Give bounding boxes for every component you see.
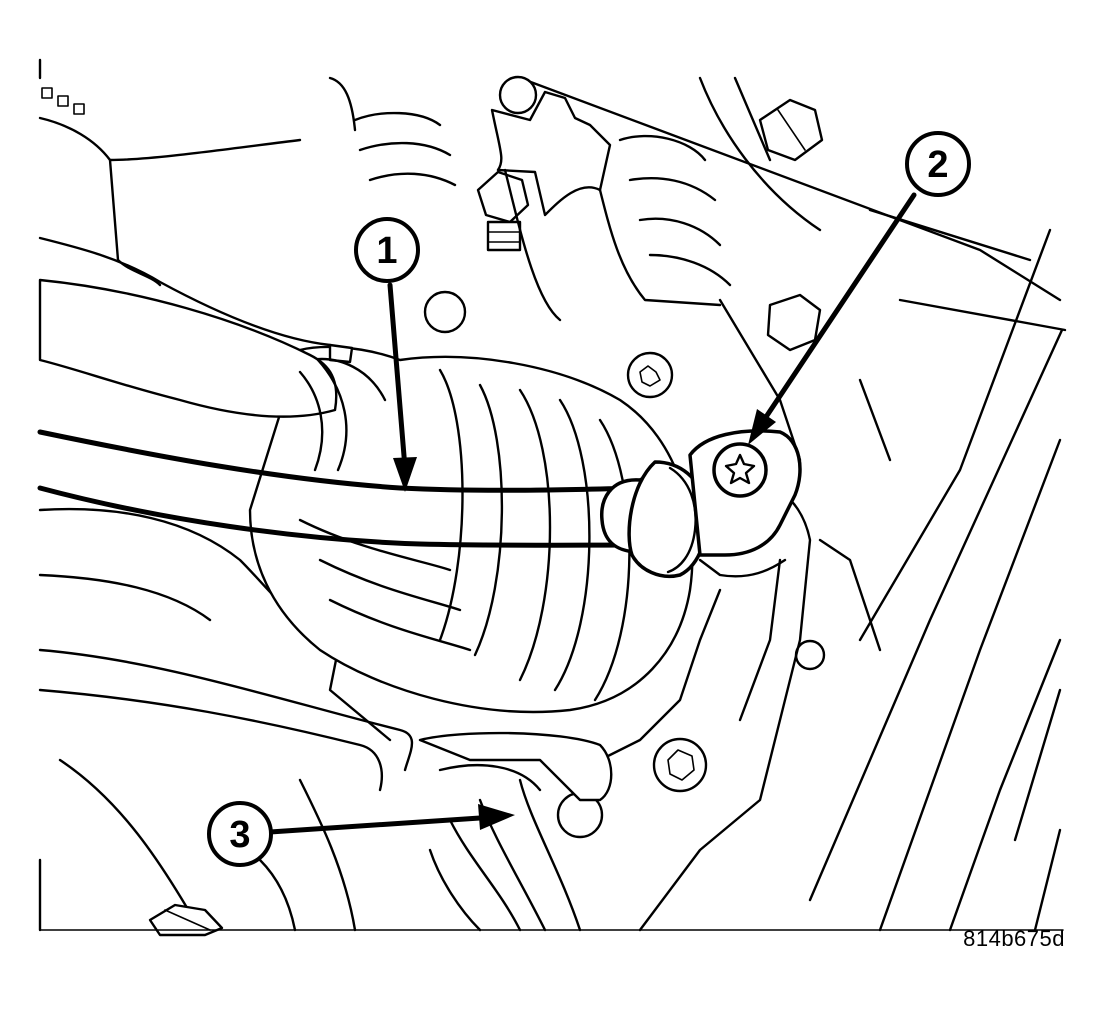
bracket: [353, 90, 732, 322]
callout-1-arrowhead: [393, 457, 417, 492]
callout-arrows: [267, 192, 917, 835]
axle-shaft: [38, 278, 348, 472]
background-structure: [38, 58, 1067, 932]
callout-2-circle: [905, 131, 971, 197]
callout-2-number: 2: [927, 144, 948, 186]
callout-2: 2: [905, 131, 971, 197]
callout-1: 1: [354, 217, 420, 283]
callout-2-arrowhead: [748, 409, 776, 445]
callout-3-number: 3: [229, 814, 250, 856]
cv-boot: [248, 343, 694, 714]
sensor-connector: [600, 429, 802, 578]
steering-knuckle: [39, 298, 1064, 937]
sensor-harness: [37, 429, 643, 548]
callout-1-circle: [354, 217, 420, 283]
callout-1-leader: [387, 282, 408, 471]
callout-3-arrowhead: [478, 804, 515, 830]
figure-code: 814b675d: [963, 926, 1065, 951]
callout-1-number: 1: [376, 230, 397, 272]
callout-2-leader: [759, 192, 917, 426]
callout-3-circle: [207, 801, 273, 867]
callout-3: 3: [207, 801, 273, 867]
callout-3-leader: [267, 815, 483, 835]
